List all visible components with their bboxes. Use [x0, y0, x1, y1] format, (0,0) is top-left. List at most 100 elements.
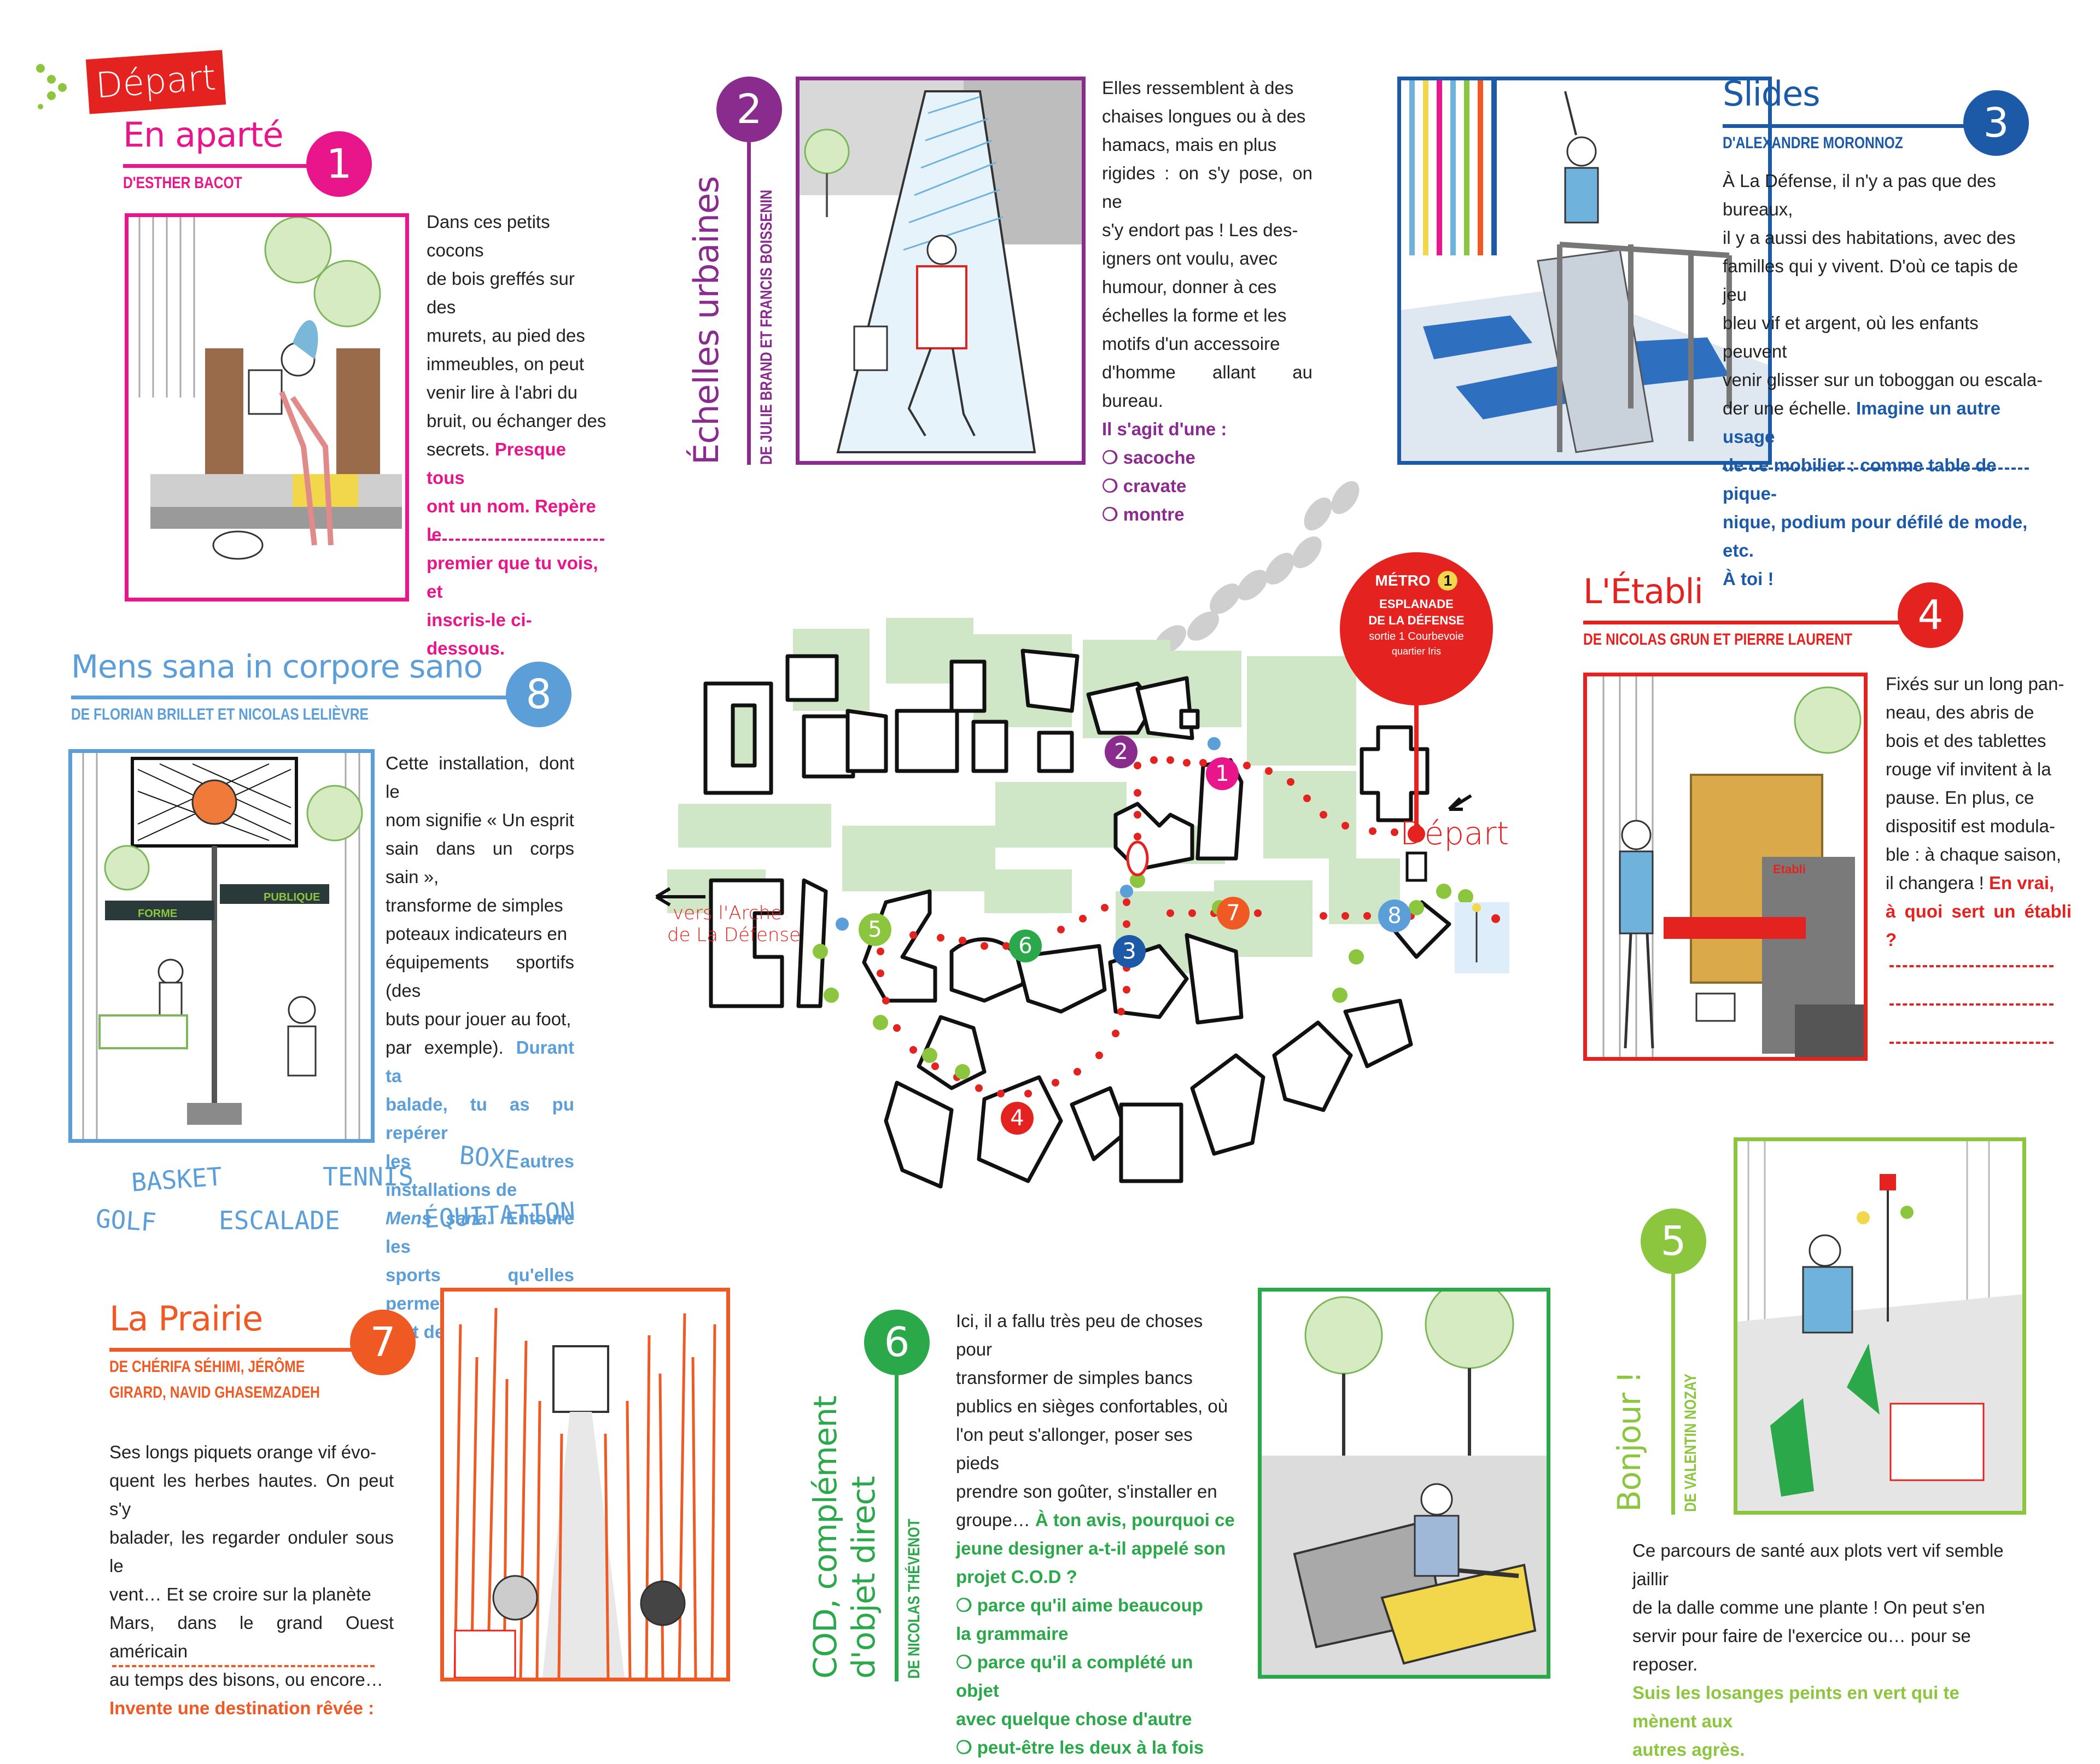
map-arche-label-line2: de La Défense: [667, 924, 801, 946]
s5-author: DE VALENTIN NOZAY: [1682, 1374, 1700, 1512]
s4-rule: [1583, 621, 1922, 624]
s3-illustration: [1397, 77, 1772, 465]
s8-sign-left: FORME: [138, 908, 178, 920]
s3-number-badge: 3: [1963, 90, 2029, 156]
station-exit: sortie 1 Courbevoie: [1369, 630, 1464, 642]
map-marker-5[interactable]: 5: [859, 913, 891, 946]
s1-line: immeubles, on peut: [427, 354, 584, 374]
s4-answer-line-1[interactable]: [1889, 965, 2054, 967]
s2-question: Il s'agit d'une :: [1102, 419, 1227, 439]
s3-answer-line[interactable]: [1723, 468, 2029, 470]
map-marker-7[interactable]: 7: [1217, 897, 1250, 930]
s2-line: hamacs, mais en plus: [1102, 135, 1277, 155]
s1-author: D'ESTHER BACOT: [123, 174, 242, 192]
s8-line: poteaux indicateurs en: [386, 924, 568, 944]
s4-number-badge: 4: [1898, 582, 1963, 648]
s8-author: DE FLORIAN BRILLET ET NICOLAS LELIÈVRE: [71, 705, 369, 723]
s8-sign-right: PUBLIQUE: [264, 891, 320, 903]
s4-line: ble : à chaque saison,: [1886, 844, 2062, 865]
start-tag-label: Départ: [94, 57, 218, 107]
s8-line-plain: par exemple).: [386, 1037, 504, 1058]
s8-line: nom signifie « Un esprit: [386, 810, 574, 830]
s6-question-line: jeune designer a-t-il appelé son: [956, 1538, 1226, 1558]
s3-question-start: Imagine un autre usage: [1723, 398, 2001, 447]
metro-label: MÉTRO: [1375, 572, 1431, 589]
s1-question-line: ont un nom. Repère le: [427, 496, 596, 545]
s1-question-line: premier que tu vois, et: [427, 553, 598, 601]
s4-line-mixed: il changera ! En vrai,: [1886, 869, 2072, 897]
s3-line: venir glisser sur un toboggan ou escala-: [1723, 370, 2043, 390]
metro-line-badge: 1: [1438, 571, 1458, 591]
s6-question-line: avec quelque chose d'autre: [956, 1709, 1192, 1729]
s8-line-mixed: par exemple). Durant ta: [386, 1033, 574, 1090]
s1-title: En aparté: [123, 115, 283, 155]
s8-line: transforme de simples: [386, 895, 563, 915]
s6-title-line2: d'objet direct: [845, 1476, 882, 1679]
s4-text: Fixés sur un long pan- neau, des abris d…: [1886, 670, 2072, 954]
s3-question-line: nique, podium pour défilé de mode, etc.: [1723, 512, 2028, 560]
map-marker-4[interactable]: 4: [1001, 1102, 1034, 1135]
sport-tennis[interactable]: TENNIS: [323, 1162, 414, 1191]
s2-title: Échelles urbaines: [686, 176, 726, 465]
map-marker-3[interactable]: 3: [1113, 935, 1146, 968]
s6-line: l'on peut s'allonger, poser ses pieds: [956, 1424, 1193, 1473]
s5-question-line: autres agrès.: [1632, 1739, 1745, 1760]
metro-label-row: MÉTRO 1: [1340, 571, 1493, 591]
map-marker-6[interactable]: 6: [1009, 930, 1042, 962]
route-map-drawing: [655, 481, 1515, 1189]
start-arrow-icon: [35, 60, 68, 109]
sport-basket[interactable]: BASKET: [130, 1161, 223, 1198]
s6-question-start: À ton avis, pourquoi ce: [1030, 1510, 1235, 1530]
s6-line: prendre son goûter, s'installer en: [956, 1481, 1217, 1502]
s1-answer-line[interactable]: [429, 539, 604, 541]
s6-number-badge: 6: [864, 1310, 930, 1375]
s6-option-grammaire[interactable]: ❍ parce qu'il aime beaucoup: [956, 1595, 1203, 1615]
s6-text: Ici, il a fallu très peu de choses pour …: [956, 1307, 1238, 1762]
s8-question-line-italic: Mens sana. Entoure les: [386, 1204, 574, 1261]
s2-option-montre[interactable]: ❍ montre: [1102, 504, 1185, 524]
footsteps-icon: [1154, 481, 1360, 655]
s2-option-sacoche[interactable]: ❍ sacoche: [1102, 447, 1195, 468]
s7-line: Mars, dans le grand Ouest américain: [109, 1613, 394, 1661]
s1-illustration: [125, 213, 409, 601]
map-arche-label-line1: vers l'Arche: [673, 902, 782, 924]
s8-line: sain dans un corps sain »,: [386, 838, 574, 887]
sport-escalade[interactable]: ESCALADE: [219, 1206, 340, 1235]
s2-line: motifs d'un accessoire: [1102, 334, 1280, 354]
s1-line: murets, au pied des: [427, 325, 585, 346]
s1-question-line: inscris-le ci-dessous.: [427, 610, 532, 658]
map-marker-2[interactable]: 2: [1105, 735, 1138, 768]
start-tag: Départ: [85, 50, 226, 114]
s3-question-line: de ce mobilier : comme table de pique-: [1723, 455, 1997, 504]
s1-line: venir lire à l'abri du: [427, 382, 578, 402]
s3-text: À La Défense, il n'y a pas que des burea…: [1723, 167, 2045, 593]
sport-boxe[interactable]: BOXE: [458, 1140, 521, 1175]
s2-line: rigides : on s'y pose, on ne: [1102, 163, 1312, 212]
s2-line: s'y endort pas ! Les des-: [1102, 220, 1298, 240]
s6-question-line: projet C.O.D ?: [956, 1567, 1077, 1587]
s4-author: DE NICOLAS GRUN ET PIERRE LAURENT: [1583, 630, 1853, 649]
s3-rule: [1723, 124, 1985, 128]
map-depart-label: Départ: [1400, 815, 1509, 852]
s3-line: familles qui y vivent. D'où ce tapis de …: [1723, 256, 2019, 305]
s6-option-complete[interactable]: ❍ parce qu'il a complété un objet: [956, 1652, 1193, 1701]
map-marker-8[interactable]: 8: [1378, 899, 1411, 932]
s8-rule: [71, 696, 530, 699]
s6-line: Ici, il a fallu très peu de choses pour: [956, 1311, 1203, 1359]
s3-author: D'ALEXANDRE MORONNOZ: [1723, 134, 1903, 152]
s7-answer-line[interactable]: [112, 1665, 375, 1667]
s2-text: Elles ressemblent à des chaises longues …: [1102, 74, 1312, 529]
s2-line: Elles ressemblent à des: [1102, 78, 1294, 98]
s1-line: de bois greffés sur des: [427, 268, 575, 317]
map-marker-1[interactable]: 1: [1206, 757, 1239, 790]
s4-answer-line-2[interactable]: [1889, 1003, 2054, 1006]
s4-answer-line-3[interactable]: [1889, 1042, 2054, 1044]
s8-question-line: balade, tu as pu repérer: [386, 1094, 574, 1143]
s4-line: rouge vif invitent à la: [1886, 759, 2051, 779]
s8-question-line: les autres installations de: [386, 1151, 574, 1200]
s7-text: Ses longs piquets orange vif évo- quent …: [109, 1438, 394, 1722]
s2-option-cravate[interactable]: ❍ cravate: [1102, 476, 1187, 496]
s6-option-both[interactable]: ❍ peut-être les deux à la fois: [956, 1737, 1204, 1757]
sport-golf[interactable]: GOLF: [95, 1204, 158, 1237]
s8-line: Cette installation, dont le: [386, 753, 574, 802]
